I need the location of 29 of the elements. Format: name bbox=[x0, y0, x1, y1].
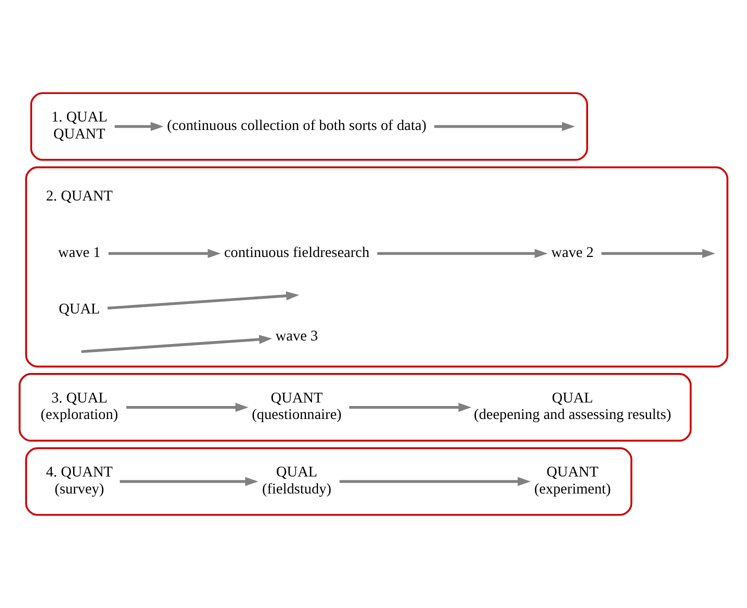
cluster bbox=[25, 166, 728, 368]
node-text: wave 1 bbox=[58, 245, 101, 262]
node-text: QUAL bbox=[58, 302, 100, 318]
cluster bbox=[30, 92, 588, 161]
arrow bbox=[126, 402, 248, 412]
node-text: 3. QUAL (exploration) bbox=[40, 390, 118, 424]
arrow bbox=[349, 402, 472, 412]
node-text: wave 2 bbox=[551, 245, 594, 262]
node-text: wave 3 bbox=[276, 328, 318, 344]
node-text: QUANT (questionnaire) bbox=[252, 390, 342, 424]
node-text: 4. QUANT (survey) bbox=[46, 464, 113, 498]
arrow bbox=[108, 248, 221, 258]
arrow bbox=[120, 476, 258, 486]
arrow bbox=[81, 334, 272, 354]
arrow bbox=[434, 122, 575, 132]
arrow bbox=[108, 291, 300, 310]
node-text: 2. QUANT bbox=[46, 188, 113, 204]
node-text: (continuous collection of both sorts of data) bbox=[167, 118, 426, 134]
arrow bbox=[377, 248, 548, 258]
node-text: QUAL (deepening and assessing results) bbox=[474, 390, 672, 424]
cluster bbox=[18, 373, 692, 442]
node-text: continuous fieldresearch bbox=[224, 245, 370, 262]
cluster bbox=[25, 447, 632, 516]
node-text: 1. QUAL QUANT bbox=[51, 110, 108, 142]
arrow bbox=[114, 122, 164, 132]
arrow bbox=[340, 476, 531, 486]
arrow bbox=[601, 248, 716, 258]
node-text: QUANT (experiment) bbox=[534, 464, 611, 498]
node-text: QUAL (fieldstudy) bbox=[262, 464, 332, 498]
